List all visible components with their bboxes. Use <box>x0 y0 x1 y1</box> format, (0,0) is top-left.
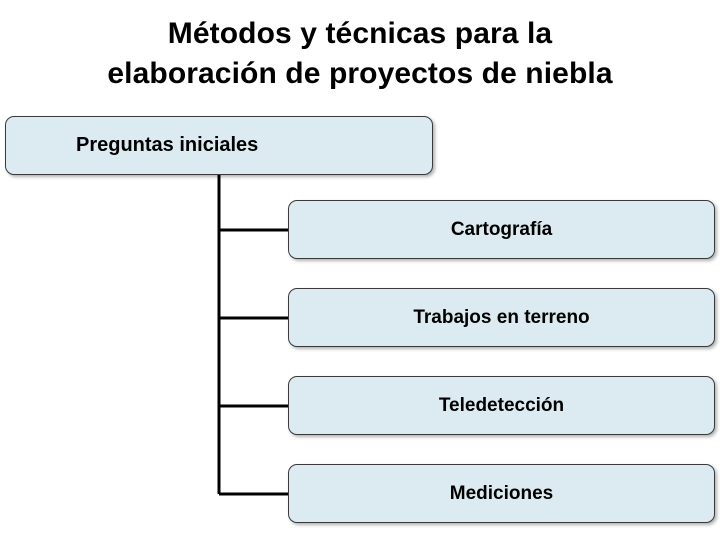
page-title-line-2: elaboración de proyectos de niebla <box>107 56 613 90</box>
node-child-label: Cartografía <box>450 218 553 240</box>
node-child-label: Trabajos en terreno <box>413 306 590 328</box>
node-root[interactable]: Preguntas iniciales <box>5 116 433 175</box>
page-title-line-1: Métodos y técnicas para la <box>167 17 553 50</box>
node-child-teledeteccion[interactable]: Teledetección <box>288 376 715 435</box>
node-child-cartografia[interactable]: Cartografía <box>288 200 715 259</box>
node-child-label: Mediciones <box>449 482 554 504</box>
page-title: Métodos y técnicas para la elaboración d… <box>0 14 720 93</box>
node-child-mediciones[interactable]: Mediciones <box>288 464 715 523</box>
node-root-label: Preguntas iniciales <box>76 134 259 156</box>
node-child-label: Teledetección <box>438 394 565 416</box>
node-child-trabajos-en-terreno[interactable]: Trabajos en terreno <box>288 288 715 347</box>
